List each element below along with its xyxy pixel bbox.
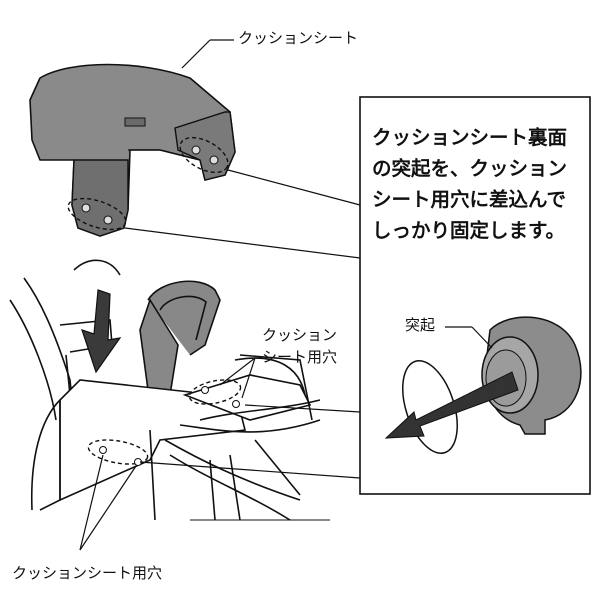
cushion-seat-side-face [174, 111, 236, 181]
insertion-arrow [81, 289, 122, 374]
leader-seat-lower [124, 227, 361, 259]
callout-box [359, 96, 591, 495]
protrusion-highlight-lower [67, 197, 127, 231]
label-protrusion: 突起 [405, 316, 436, 334]
leader-upper-hole-1 [219, 357, 256, 386]
protrusion-detail [384, 316, 582, 454]
instruction-text: クッションシート裏面 の突起を、クッション シート用穴に差込んで しっかり固定し… [372, 126, 568, 242]
label-cushion-seat: クッションシート [238, 29, 359, 47]
leader-upper-hole-2 [241, 357, 256, 399]
label-cushion-seat-hole-bottom: クッションシート用穴 [12, 564, 163, 582]
cushion-seat-part [29, 63, 236, 237]
seat-hole-highlight-upper [188, 379, 242, 405]
leader-bottom-hole-1 [79, 454, 104, 551]
leader-cushion-seat [181, 39, 211, 69]
cushion-seat-front-face [71, 159, 129, 237]
leader-bottom-hole-2 [79, 465, 137, 551]
protrusion-arrow [384, 371, 519, 439]
label-cushion-seat-hole-upper: クッション シート用穴 [262, 326, 338, 366]
protrusion-highlight-upper [179, 136, 229, 174]
leader-seat-upper [227, 169, 361, 206]
frame-assembly [9, 259, 330, 521]
seat-hole-highlight-lower [87, 439, 149, 465]
